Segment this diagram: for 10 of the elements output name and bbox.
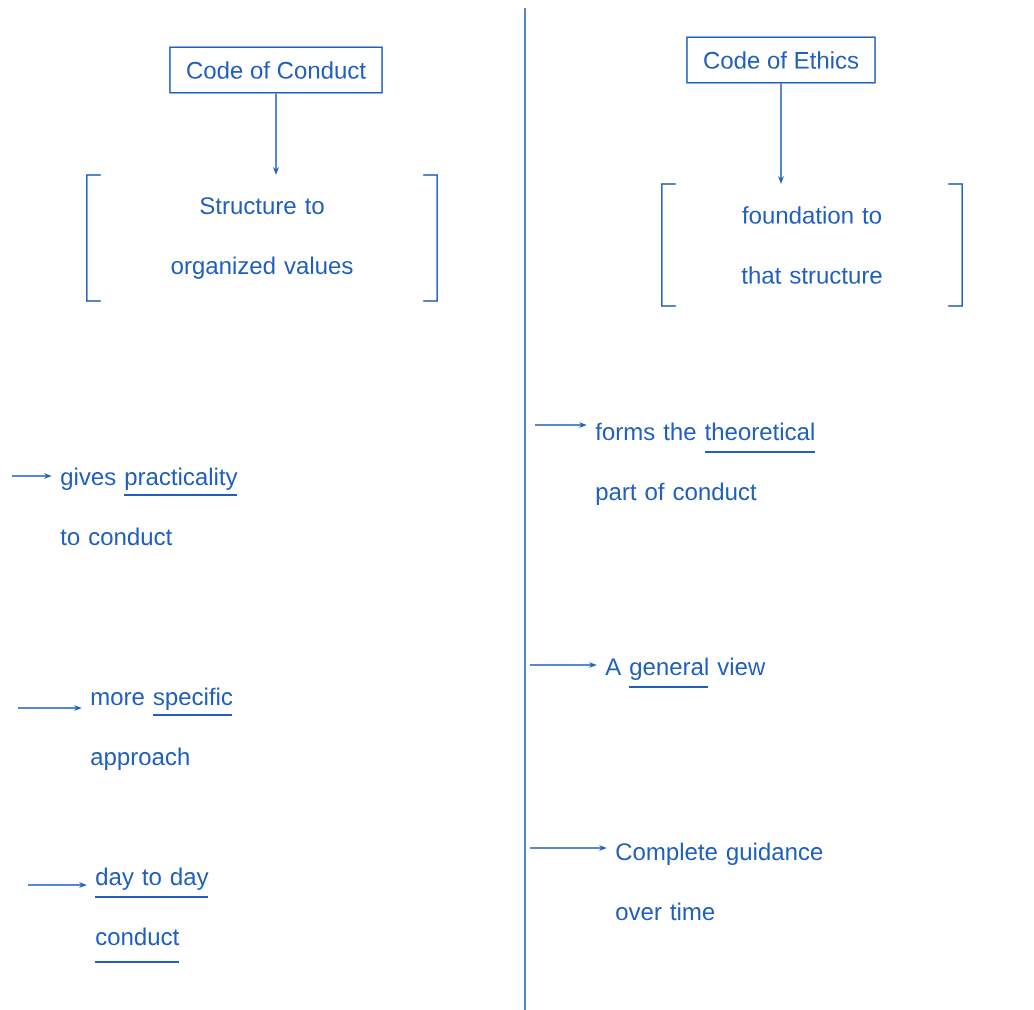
title-box: Code of Ethics bbox=[686, 36, 876, 84]
bullet-text: Complete guidance over time bbox=[616, 842, 823, 921]
bullet-text: forms the theoretical part of conduct bbox=[595, 422, 814, 505]
bullet-text: day to day conduct bbox=[96, 867, 209, 946]
bracket-box: Structure to organized values bbox=[86, 174, 438, 302]
title-box: Code of Conduct bbox=[169, 46, 383, 94]
bullet-text: more specific approach bbox=[91, 687, 233, 770]
bracket-box: foundation to that structure bbox=[661, 183, 963, 307]
bullet-text: gives practicality to conduct bbox=[60, 467, 238, 546]
bullet-text: A general view bbox=[605, 657, 766, 680]
